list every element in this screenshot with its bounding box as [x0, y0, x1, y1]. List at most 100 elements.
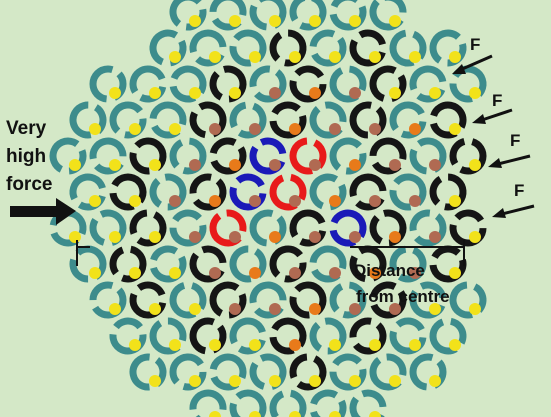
lattice-ring: [389, 173, 427, 211]
lattice-dot: [209, 51, 221, 63]
lattice-dot: [369, 195, 381, 207]
lattice-ring: [129, 209, 167, 247]
lattice-dot: [369, 339, 381, 351]
lattice-dot: [469, 303, 481, 315]
lattice-dot: [209, 267, 221, 279]
lattice-dot: [229, 303, 241, 315]
lattice-dot: [249, 123, 261, 135]
lattice-dot: [349, 231, 361, 243]
lattice-dot: [149, 87, 161, 99]
lattice-dot: [249, 51, 261, 63]
lattice-ring: [329, 137, 367, 175]
lattice-ring: [369, 65, 407, 103]
lattice-dot: [469, 87, 481, 99]
force-arrow-1: [452, 54, 493, 74]
lattice-dot: [149, 159, 161, 171]
lattice-ring: [349, 173, 387, 211]
lattice-ring: [109, 317, 147, 355]
lattice-ring: [269, 317, 307, 355]
lattice-dot: [129, 123, 141, 135]
lattice-dot: [289, 123, 301, 135]
lattice-ring: [189, 29, 227, 67]
lattice-ring: [329, 353, 367, 391]
lattice-dot: [289, 195, 301, 207]
lattice-dot: [449, 267, 461, 279]
lattice-ring: [169, 65, 207, 103]
lattice-dot: [449, 339, 461, 351]
lattice-dot: [429, 159, 441, 171]
lattice-dot: [229, 15, 241, 27]
lattice-dot: [289, 411, 301, 417]
lattice-ring: [69, 245, 107, 283]
lattice-dot: [289, 339, 301, 351]
lattice-dot: [169, 339, 181, 351]
lattice-ring: [429, 317, 467, 355]
lattice-ring: [369, 353, 407, 391]
lattice-ring: [249, 209, 287, 247]
lattice-ring: [229, 29, 267, 67]
lattice-dot: [389, 303, 401, 315]
lattice-ring: [109, 101, 147, 139]
lattice-dot: [169, 51, 181, 63]
lattice-dot: [189, 159, 201, 171]
lattice-dot: [329, 339, 341, 351]
lattice-dot: [269, 87, 281, 99]
lattice-dot: [289, 51, 301, 63]
lattice-ring: [269, 245, 307, 283]
lattice-ring: [289, 353, 327, 391]
lattice-ring: [209, 353, 247, 391]
lattice-dot: [69, 231, 81, 243]
lattice-dot: [269, 231, 281, 243]
lattice-ring: [169, 137, 207, 175]
lattice-dot: [349, 159, 361, 171]
lattice-dot: [89, 267, 101, 279]
force-label-line-1: Very: [6, 118, 47, 139]
lattice-ring: [189, 173, 227, 211]
lattice-dot: [349, 87, 361, 99]
lattice-ring: [149, 101, 187, 139]
lattice-dot: [309, 15, 321, 27]
lattice-dot: [329, 411, 341, 417]
lattice-ring: [289, 209, 327, 247]
lattice-ring: [169, 0, 207, 31]
lattice-dot: [329, 51, 341, 63]
lattice-dot: [249, 411, 261, 417]
lattice-dot: [369, 411, 381, 417]
lattice-ring: [309, 317, 347, 355]
lattice-dot: [269, 375, 281, 387]
lattice-dot: [329, 195, 341, 207]
lattice-dot: [169, 195, 181, 207]
lattice-dot: [329, 267, 341, 279]
lattice-ring: [369, 209, 407, 247]
lattice-ring: [389, 29, 427, 67]
lattice-dot: [429, 303, 441, 315]
lattice-dot: [229, 375, 241, 387]
lattice-ring: [209, 281, 247, 319]
lattice-ring: [329, 65, 367, 103]
lattice-ring: [129, 281, 167, 319]
lattice-dot: [109, 159, 121, 171]
lattice-ring: [109, 245, 147, 283]
lattice-ring: [389, 317, 427, 355]
lattice-ring: [269, 101, 307, 139]
lattice-ring: [309, 29, 347, 67]
lattice-dot: [389, 15, 401, 27]
lattice-dot: [149, 231, 161, 243]
lattice-ring: [49, 137, 87, 175]
lattice-ring: [249, 137, 287, 175]
lattice-ring: [89, 209, 127, 247]
lattice-dot: [269, 303, 281, 315]
lattice-dot: [189, 231, 201, 243]
lattice-ring: [229, 101, 267, 139]
lattice-ring: [249, 65, 287, 103]
lattice-ring: [429, 173, 467, 211]
lattice-dot: [269, 159, 281, 171]
lattice-dot: [389, 231, 401, 243]
lattice-ring: [229, 317, 267, 355]
lattice-ring: [449, 65, 487, 103]
lattice-ring: [309, 245, 347, 283]
lattice-ring: [149, 317, 187, 355]
lattice-ring: [349, 101, 387, 139]
lattice-ring: [189, 317, 227, 355]
